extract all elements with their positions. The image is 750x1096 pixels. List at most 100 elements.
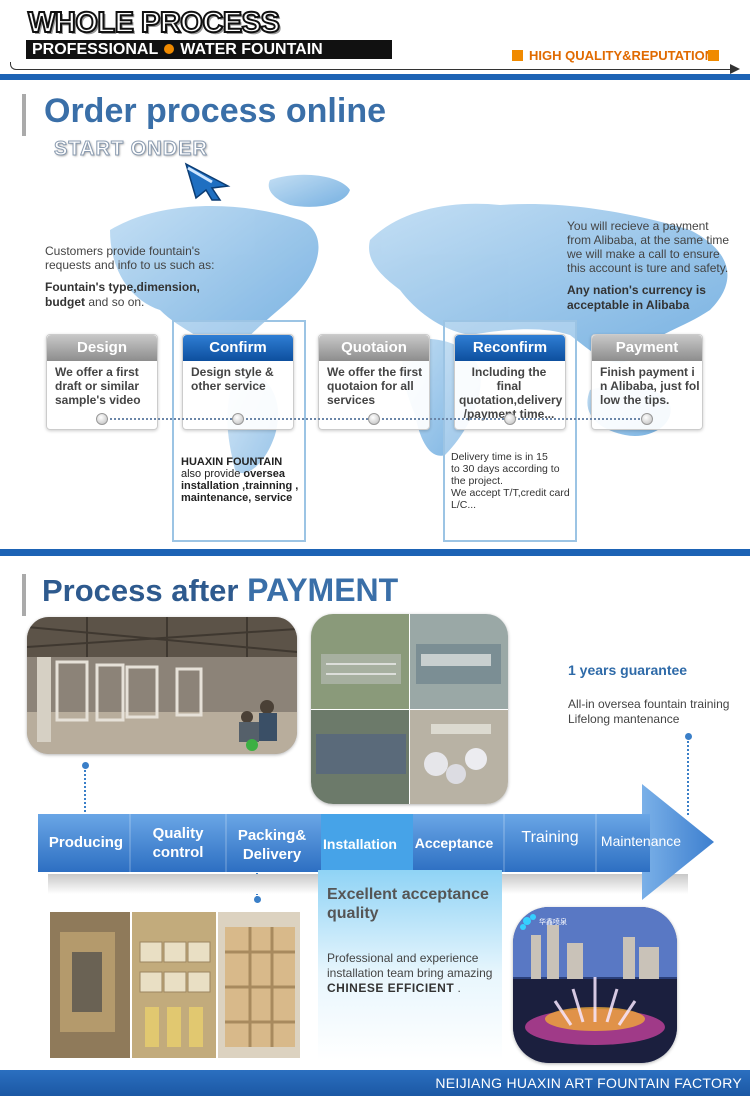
acceptance-title-line: Excellent acceptance bbox=[327, 886, 489, 903]
customer-note: Customers provide fountain's requests an… bbox=[45, 244, 214, 310]
section-marker bbox=[22, 574, 26, 616]
stage-line: We offer a first bbox=[55, 365, 139, 379]
header-arrow-icon bbox=[730, 64, 740, 74]
header-rule bbox=[10, 62, 734, 70]
stage-line: other service bbox=[191, 379, 266, 393]
title-highlight: PAYMENT bbox=[247, 572, 399, 608]
step-label: Training bbox=[521, 829, 579, 846]
orange-dot-icon bbox=[164, 44, 175, 54]
step-label: Producing bbox=[48, 834, 124, 851]
delivery-note-line: to 30 days according to bbox=[451, 463, 560, 475]
orange-square-icon bbox=[708, 50, 719, 61]
delivery-note-line: the project. bbox=[451, 475, 503, 487]
stage-line: Design style & bbox=[191, 365, 274, 379]
confirm-note-line: maintenance, service bbox=[181, 492, 293, 504]
timeline-node-icon bbox=[368, 413, 380, 425]
step-label: Installation bbox=[323, 836, 397, 852]
subtitle-right: WATER FOUNTAIN bbox=[180, 41, 323, 58]
stage-text: We offer the first quotaion for all serv… bbox=[327, 365, 427, 407]
acceptance-panel bbox=[318, 870, 502, 1060]
connector-dot-icon bbox=[82, 762, 89, 769]
stage-line: Including the final bbox=[471, 365, 547, 393]
cursor-arrow-icon bbox=[184, 162, 231, 201]
stage-line: draft or similar bbox=[55, 379, 140, 393]
factory-photo bbox=[27, 617, 297, 754]
acceptance-tail: . bbox=[454, 981, 461, 995]
guarantee-text: All-in oversea fountain training Lifelon… bbox=[568, 697, 729, 727]
step-label: Acceptance bbox=[414, 835, 494, 851]
acceptance-title: Excellent acceptance quality bbox=[327, 885, 489, 923]
confirm-note-line: also provide bbox=[181, 468, 241, 480]
stage-label: Reconfirm bbox=[455, 335, 565, 361]
fountain-night-photo: 华鑫喷泉 bbox=[513, 907, 677, 1063]
stage-line: n Alibaba, just fol bbox=[600, 379, 700, 393]
guarantee-line: Lifelong mantenance bbox=[568, 712, 680, 726]
step-maintenance: Maintenance bbox=[596, 832, 686, 851]
guarantee-line: All-in oversea fountain training bbox=[568, 697, 730, 711]
confirm-note: HUAXIN FOUNTAIN also provide oversea ins… bbox=[181, 456, 298, 504]
timeline-node-icon bbox=[504, 413, 516, 425]
confirm-note-line: installation ,trainning , bbox=[181, 480, 299, 492]
header-subtitle-bar: PROFESSIONAL WATER FOUNTAIN bbox=[26, 40, 392, 59]
section-marker bbox=[22, 94, 26, 136]
acceptance-text: Professional and experience installation… bbox=[327, 951, 492, 996]
header-blue-divider bbox=[0, 74, 750, 80]
section1-title: Order process online bbox=[44, 92, 386, 130]
delivery-note-line: We accept T/T,credit card bbox=[451, 487, 570, 499]
company-name: HUAXIN FOUNTAIN bbox=[181, 456, 283, 468]
customer-note-bold: budget bbox=[45, 295, 85, 309]
stage-line: quotaion for all bbox=[327, 379, 414, 393]
payment-note: You will recieve a payment from Alibaba,… bbox=[567, 219, 729, 313]
guarantee-title: 1 years guarantee bbox=[568, 662, 688, 678]
stage-label: Payment bbox=[592, 335, 702, 361]
stage-label: Design bbox=[47, 335, 157, 361]
connector-dot-icon bbox=[254, 896, 261, 903]
stage-line: quotation,delivery bbox=[459, 393, 563, 407]
payment-note-bold: Any nation's currency is bbox=[567, 283, 706, 297]
step-label: Packing& Delivery bbox=[237, 827, 307, 863]
title-prefix: Process after bbox=[42, 573, 248, 608]
customer-note-line: requests and info to us such as: bbox=[45, 258, 215, 272]
stage-text: Finish payment i n Alibaba, just fol low… bbox=[600, 365, 700, 407]
stage-label: Confirm bbox=[183, 335, 293, 361]
connector-line bbox=[84, 770, 86, 812]
payment-note-line: we will make a call to ensure bbox=[567, 247, 720, 261]
acceptance-line: installation team bring amazing bbox=[327, 966, 493, 980]
customer-note-bold: Fountain's type,dimension, bbox=[45, 280, 200, 294]
stage-payment: Payment Finish payment i n Alibaba, just… bbox=[591, 334, 703, 430]
step-label: Maintenance bbox=[600, 833, 682, 849]
timeline-node-icon bbox=[96, 413, 108, 425]
acceptance-title-line: quality bbox=[327, 905, 379, 922]
timeline-node-icon bbox=[232, 413, 244, 425]
payment-note-line: from Alibaba, at the same time bbox=[567, 233, 730, 247]
acceptance-bold: CHINESE EFFICIENT bbox=[327, 981, 455, 995]
stage-text: Design style & other service bbox=[191, 365, 291, 393]
delivery-note: Delivery time is in 15 to 30 days accord… bbox=[451, 451, 570, 511]
customer-note-tail: and so on. bbox=[85, 295, 145, 309]
section2-title: Process after PAYMENT bbox=[42, 572, 398, 609]
fountain-photo-logo: 华鑫喷泉 bbox=[539, 917, 567, 926]
delivery-note-line: L/C... bbox=[451, 499, 477, 511]
payment-note-line: You will recieve a payment bbox=[567, 219, 709, 233]
timeline-node-icon bbox=[641, 413, 653, 425]
footer-bar bbox=[0, 1070, 750, 1096]
subtitle-left: PROFESSIONAL bbox=[32, 41, 159, 58]
stage-line: Finish payment i bbox=[600, 365, 695, 379]
packing-photo bbox=[50, 912, 300, 1058]
stage-line: services bbox=[327, 393, 376, 407]
delivery-note-line: Delivery time is in 15 bbox=[451, 451, 548, 463]
acceptance-line: Professional and experience bbox=[327, 951, 479, 965]
step-quality-control: Quality control bbox=[132, 824, 224, 862]
stage-confirm: Confirm Design style & other service bbox=[182, 334, 294, 430]
stage-line: sample's video bbox=[55, 393, 141, 407]
section-divider bbox=[0, 549, 750, 556]
installation-collage-photo bbox=[311, 614, 508, 804]
footer-company-name: NEIJIANG HUAXIN ART FOUNTAIN FACTORY bbox=[435, 1075, 742, 1091]
stage-label: Quotaion bbox=[319, 335, 429, 361]
customer-note-line: Customers provide fountain's bbox=[45, 244, 201, 258]
step-training: Training bbox=[504, 828, 596, 847]
stage-line: low the tips. bbox=[600, 393, 670, 407]
payment-note-line: this account is ture and safety. bbox=[567, 261, 729, 275]
step-label: Quality control bbox=[152, 825, 204, 861]
step-producing: Producing bbox=[40, 833, 132, 852]
